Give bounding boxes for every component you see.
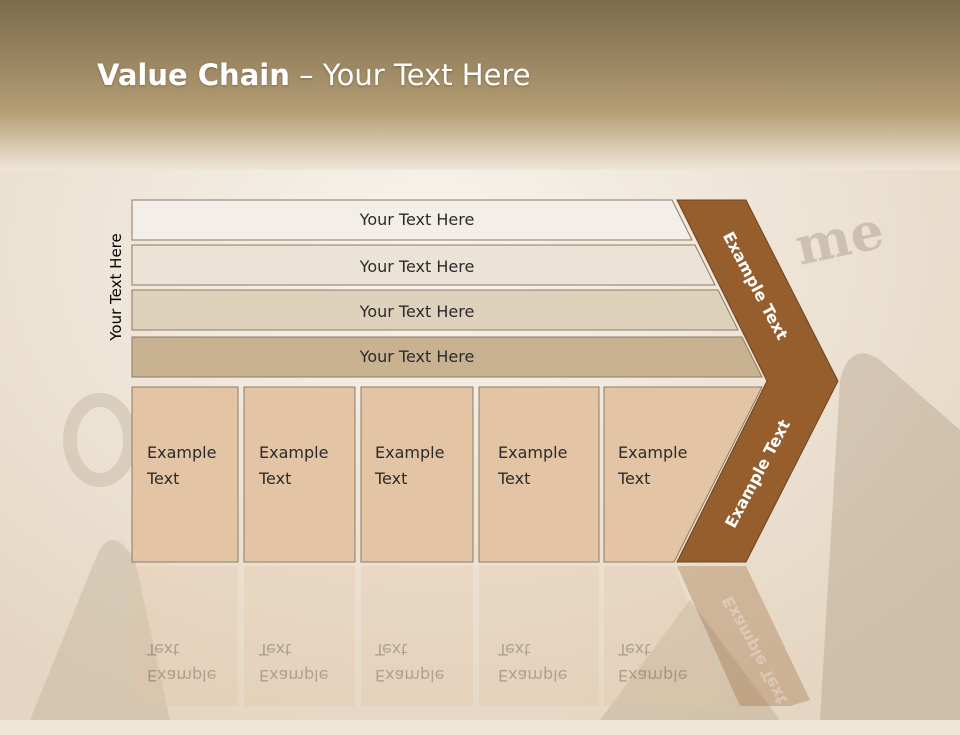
box-3-line1: Example	[375, 443, 445, 462]
title-bold: Value Chain	[97, 58, 290, 92]
reflection	[132, 566, 810, 706]
chevron-arrow	[676, 199, 839, 563]
box-1	[131, 386, 239, 563]
box-3-label: Example Text	[375, 440, 444, 492]
vertical-label: Your Text Here	[107, 233, 125, 341]
box-5-line2: Text	[618, 469, 651, 488]
band-1-label: Your Text Here	[359, 210, 475, 229]
box-2-label: Example Text	[259, 440, 328, 492]
box-4-line1: Example	[498, 443, 568, 462]
box-2-line1: Example	[259, 443, 329, 462]
box-3-line2: Text	[375, 469, 408, 488]
box-5-line1: Example	[618, 443, 688, 462]
box-1-label: Example Text	[147, 440, 216, 492]
box-4	[478, 386, 600, 563]
box-2-line2: Text	[259, 469, 292, 488]
band-2	[131, 244, 716, 286]
band-3-label: Your Text Here	[359, 302, 475, 321]
box-4-label: Example Text	[498, 440, 567, 492]
band-3	[131, 289, 739, 331]
band-2-label: Your Text Here	[359, 257, 475, 276]
slide: me Value Chain – Your Text Here Your Tex…	[0, 0, 960, 720]
band-1	[131, 199, 693, 241]
box-1-line1: Example	[147, 443, 217, 462]
box-3	[360, 386, 474, 563]
band-4	[131, 336, 763, 378]
box-5	[603, 386, 763, 563]
slide-title: Value Chain – Your Text Here	[97, 55, 531, 95]
box-2	[243, 386, 356, 563]
box-4-line2: Text	[498, 469, 531, 488]
box-5-label: Example Text	[618, 440, 687, 492]
title-rest: – Your Text Here	[289, 58, 531, 92]
value-chain-diagram	[131, 199, 839, 706]
band-4-label: Your Text Here	[359, 347, 475, 366]
box-1-line2: Text	[147, 469, 180, 488]
